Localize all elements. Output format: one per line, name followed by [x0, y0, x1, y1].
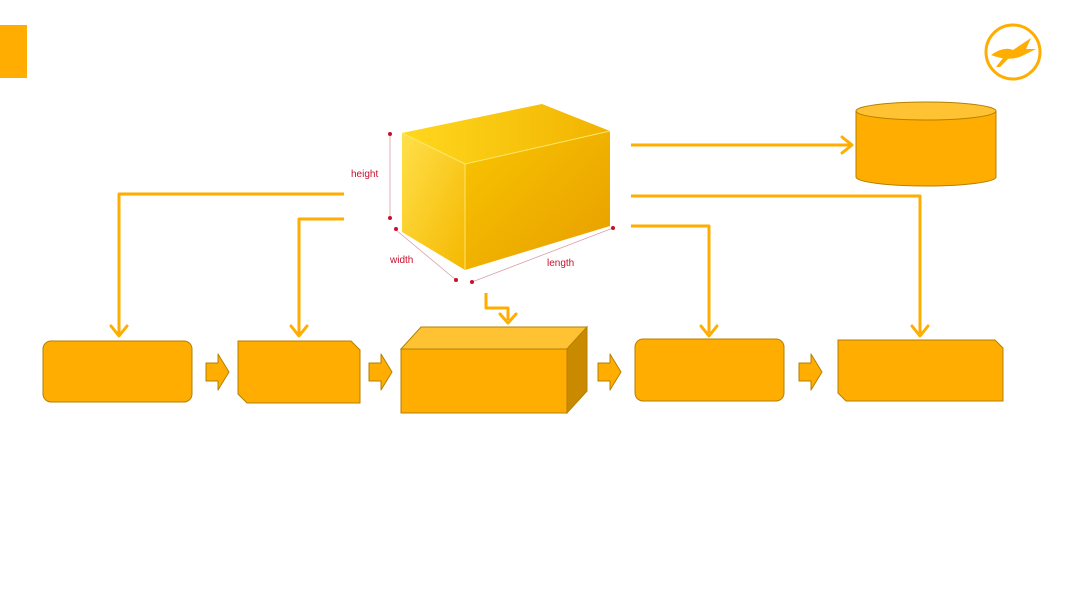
parcel-illustration: height width length: [351, 104, 615, 284]
process-box-2: [237, 340, 361, 404]
parcel-top-face: [402, 104, 610, 164]
process-box-4: [634, 338, 785, 402]
flow-arrow-4: [798, 353, 823, 391]
connector-to-box-4: [631, 224, 711, 333]
dimension-label-width: width: [389, 255, 413, 266]
connector-to-box-3: [484, 293, 510, 320]
process-box-5: [837, 339, 1004, 402]
lufthansa-crane-icon: [984, 23, 1042, 81]
dimension-markers: [388, 132, 615, 284]
connector-to-box-1: [117, 192, 344, 334]
flow-arrows: [205, 353, 823, 391]
flow-arrow-1: [205, 353, 230, 391]
connector-lines: [117, 143, 922, 334]
process-box-3: [399, 325, 589, 415]
database-cylinder: [855, 101, 997, 187]
parcel-front-face: [402, 133, 465, 270]
parcel-side-face: [465, 131, 610, 270]
dimension-label-length: length: [547, 258, 574, 269]
connector-arrowheads: [109, 135, 930, 338]
dimension-lines: [389, 135, 614, 283]
connector-to-box-5: [631, 194, 922, 333]
flow-arrow-2: [368, 353, 393, 391]
connector-to-box-2: [297, 217, 344, 334]
dimension-label-height: height: [351, 169, 378, 180]
flow-arrow-3: [597, 353, 622, 391]
process-box-1: [42, 340, 193, 403]
corner-accent-bar: [0, 25, 27, 78]
